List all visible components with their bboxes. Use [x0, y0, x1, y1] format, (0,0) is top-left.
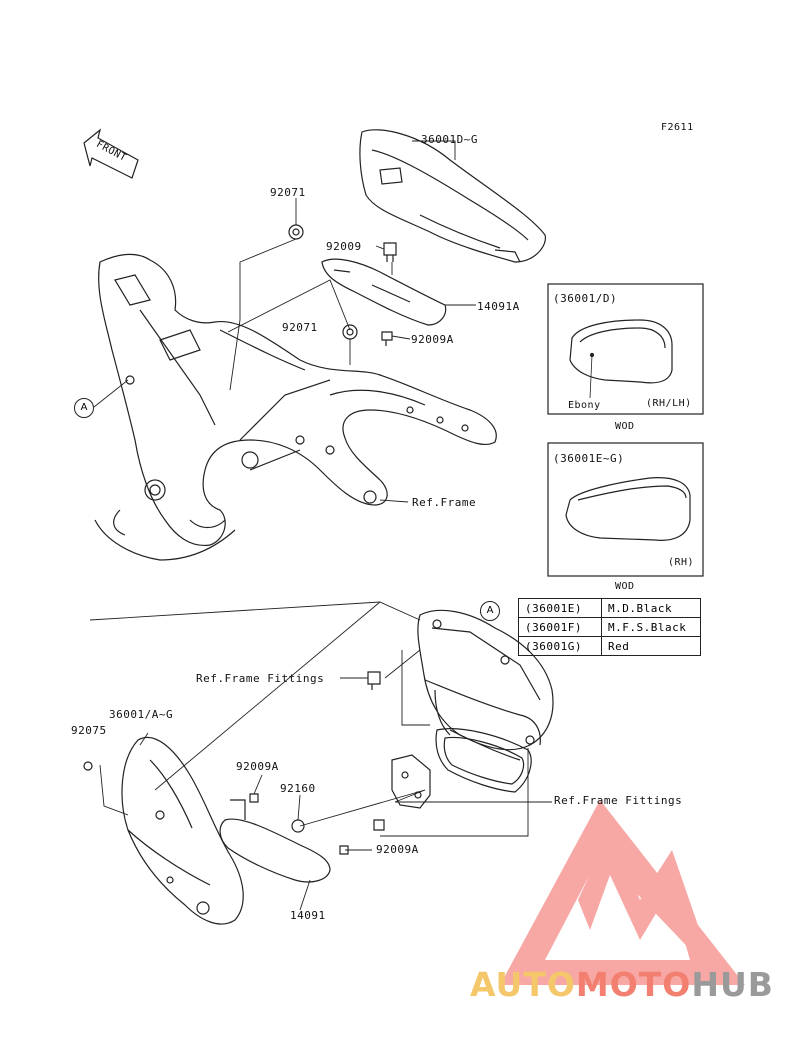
- inset-2-caption: WOD: [615, 581, 635, 592]
- bolt-92009a-top: [381, 331, 393, 346]
- watermark-moto: MOTO: [575, 965, 692, 1004]
- inset-box-2: [547, 442, 704, 577]
- front-arrow-icon: [83, 128, 139, 179]
- callout-a-right: A: [480, 601, 500, 621]
- label-92075: 92075: [71, 724, 107, 737]
- inset-1-ebony: Ebony: [568, 400, 601, 411]
- color-code: (36001G): [518, 636, 602, 656]
- upper-side-cover: [359, 129, 546, 263]
- washer-92075: [83, 761, 93, 771]
- bolt-92009a-bot: [339, 845, 349, 855]
- callout-a-left: A: [74, 398, 94, 418]
- color-name: Red: [601, 636, 701, 656]
- color-row: (36001F) M.F.S.Black: [518, 617, 701, 637]
- color-row: (36001G) Red: [518, 636, 701, 656]
- label-92009a-top: 92009A: [411, 333, 454, 346]
- color-table: (36001E) M.D.Black (36001F) M.F.S.Black …: [518, 598, 701, 656]
- inset-2-side: (RH): [668, 557, 695, 568]
- washer-92071-top: [288, 224, 304, 240]
- bolt-ref-fittings-1: [367, 671, 381, 690]
- label-92009a-bot: 92009A: [376, 843, 419, 856]
- figure-code: F2611: [661, 122, 694, 133]
- bolt-ref-fittings-2: [373, 819, 385, 831]
- inset-2-title: (36001E~G): [553, 452, 625, 465]
- label-ref-frame-fittings-1: Ref.Frame Fittings: [196, 672, 325, 685]
- label-14091a: 14091A: [477, 300, 520, 313]
- inset-1-title: (36001/D): [553, 292, 618, 305]
- frame: [94, 253, 497, 561]
- label-ref-frame-fittings-2: Ref.Frame Fittings: [554, 794, 683, 807]
- frame-fittings: [417, 609, 554, 761]
- inset-1-caption: WOD: [615, 421, 635, 432]
- label-36001a-g: 36001/A~G: [109, 708, 174, 721]
- color-name: M.F.S.Black: [601, 617, 701, 637]
- label-92071-top: 92071: [270, 186, 306, 199]
- label-92009a-mid: 92009A: [236, 760, 279, 773]
- bolt-92009a-mid: [249, 793, 259, 803]
- label-92160: 92160: [280, 782, 316, 795]
- bracket-14091: [219, 799, 331, 883]
- label-36001d-g: 36001D~G: [421, 133, 478, 146]
- washer-92160: [291, 819, 305, 833]
- label-ref-frame: Ref.Frame: [412, 496, 477, 509]
- watermark-logo-icon: [500, 800, 745, 985]
- inset-1-side: (RH/LH): [646, 398, 692, 409]
- color-row: (36001E) M.D.Black: [518, 598, 701, 618]
- bracket-14091a: [321, 258, 447, 326]
- lower-side-cover: [121, 736, 244, 925]
- color-code: (36001F): [518, 617, 602, 637]
- watermark-auto: AUTO: [470, 965, 576, 1004]
- color-code: (36001E): [518, 598, 602, 618]
- inset-box-1: [547, 283, 704, 415]
- washer-92071-mid: [342, 324, 358, 340]
- label-92009-top: 92009: [326, 240, 362, 253]
- bolt-92009-top: [383, 242, 397, 262]
- watermark-hub: HUB: [691, 965, 774, 1004]
- color-name: M.D.Black: [601, 598, 701, 618]
- label-92071-mid: 92071: [282, 321, 318, 334]
- label-14091: 14091: [290, 909, 326, 922]
- watermark-text: AUTOMOTOHUB: [470, 965, 774, 1004]
